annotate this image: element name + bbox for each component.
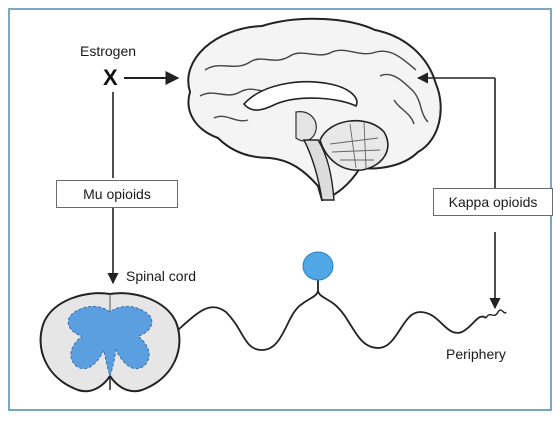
sensory-neuron-axon (178, 290, 486, 350)
periphery-label: Periphery (446, 346, 506, 362)
periphery-nerve-ending (486, 310, 506, 318)
brain-illustration (188, 19, 440, 200)
spinal-cord-label: Spinal cord (126, 268, 196, 284)
x-marker: X (103, 65, 118, 91)
mu-opioids-box: Mu opioids (56, 180, 178, 208)
neuron-cell-body (303, 252, 333, 280)
spinal-cord-cross-section (41, 293, 180, 391)
kappa-opioids-box: Kappa opioids (433, 188, 553, 216)
mu-opioids-label: Mu opioids (83, 186, 151, 202)
kappa-opioids-label: Kappa opioids (449, 194, 538, 210)
estrogen-label: Estrogen (80, 43, 136, 59)
